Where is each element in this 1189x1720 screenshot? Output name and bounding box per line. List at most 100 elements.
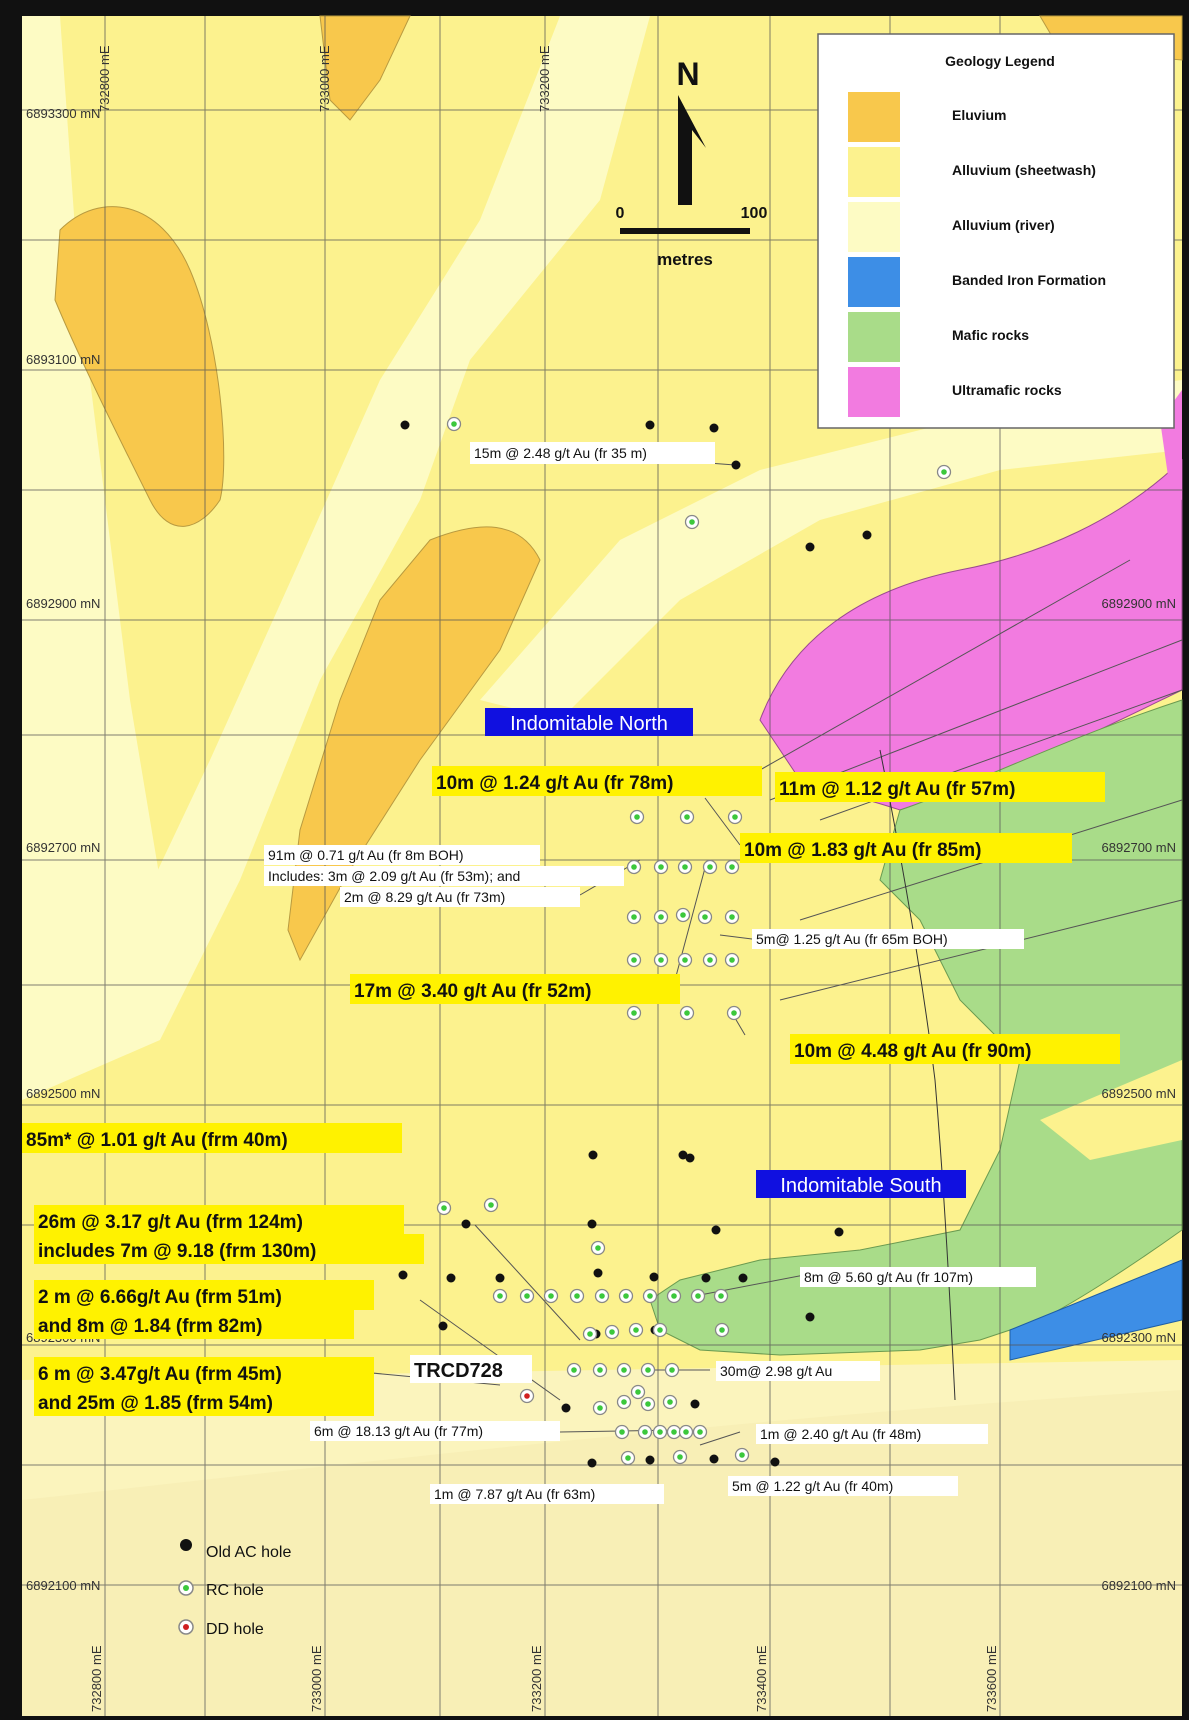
rc-hole-core-27	[497, 1293, 503, 1299]
easting-top-2: 733200 mE	[537, 45, 552, 112]
legend-title: Geology Legend	[945, 53, 1055, 69]
rc-hole-core-56	[683, 1429, 689, 1435]
rc-hole-core-48	[597, 1405, 603, 1411]
ac-hole-13	[398, 1270, 408, 1280]
rc-hole-core-17	[658, 957, 664, 963]
rc-hole-core-49	[621, 1399, 627, 1405]
rc-hole-core-32	[623, 1293, 629, 1299]
rc-hole-core-15	[729, 914, 735, 920]
alluvium-south-tone	[22, 1390, 1182, 1716]
northing-right-3: 6892300 mN	[1102, 1330, 1176, 1345]
easting-top-1: 733000 mE	[317, 45, 332, 112]
annotation-b1: 10m @ 1.24 g/t Au (fr 78m)	[436, 773, 673, 794]
rc-hole-core-26	[595, 1245, 601, 1251]
ac-hole-17	[649, 1272, 659, 1282]
rc-hole-core-47	[635, 1389, 641, 1395]
rc-hole-core-34	[671, 1293, 677, 1299]
rc-hole-core-30	[574, 1293, 580, 1299]
hole-label-bg	[410, 1355, 532, 1383]
easting-bottom-0: 732800 mE	[89, 1645, 104, 1712]
annotation-b4: 17m @ 3.40 g/t Au (fr 52m)	[354, 981, 591, 1002]
sheetwash-inlier	[1040, 1060, 1182, 1160]
legend-swatch-0	[848, 92, 900, 142]
rc-hole-core-14	[702, 914, 708, 920]
assay-annotations-highlighted: 10m @ 1.24 g/t Au (fr 78m) 11m @ 1.12 g/…	[22, 766, 1120, 1416]
annotation-a7: 30m@ 2.98 g/t Au	[720, 1363, 832, 1379]
ac-hole-11	[711, 1225, 721, 1235]
annotation-a9: 1m @ 2.40 g/t Au (fr 48m)	[760, 1426, 921, 1442]
annotation-b2: 11m @ 1.12 g/t Au (fr 57m)	[779, 779, 1015, 800]
annotation-a6: 8m @ 5.60 g/t Au (fr 107m)	[804, 1269, 973, 1285]
ac-hole-3	[731, 460, 741, 470]
northing-left-1: 6893100 mN	[26, 352, 100, 367]
ac-hole-1	[645, 420, 655, 430]
rc-hole-core-8	[682, 864, 688, 870]
scale-bar: 0 100 metres	[616, 205, 768, 269]
mafic-rocks	[649, 699, 1183, 1356]
north-arrow-label: N	[676, 56, 699, 92]
place-indomitable-north: Indomitable North	[485, 708, 693, 736]
ac-hole-label: Old AC hole	[206, 1544, 291, 1561]
rc-hole-core-13	[680, 912, 686, 918]
rc-hole-core-54	[657, 1429, 663, 1435]
annotation-b12: and 25m @ 1.85 (frm 54m)	[38, 1393, 273, 1414]
annotation-b10: and 8m @ 1.84 (frm 82m)	[38, 1316, 262, 1337]
rc-hole-core-41	[719, 1327, 725, 1333]
ac-hole-28	[709, 1454, 719, 1464]
rc-hole-core-38	[609, 1329, 615, 1335]
ac-hole-15	[495, 1273, 505, 1283]
rc-hole-core-46	[669, 1367, 675, 1373]
drill-holes	[398, 416, 952, 1468]
ac-hole-14	[446, 1273, 456, 1283]
rc-hole-core-20	[729, 957, 735, 963]
ac-hole-2	[709, 423, 719, 433]
rc-hole-core-45	[645, 1367, 651, 1373]
place-indomitable-south: Indomitable South	[756, 1170, 966, 1198]
rc-hole-core-51	[667, 1399, 673, 1405]
hole-label-trcd728: TRCD728	[414, 1360, 503, 1382]
ac-hole-25	[690, 1399, 700, 1409]
eluvium-west	[54, 206, 225, 527]
legend-label-4: Mafic rocks	[952, 327, 1029, 343]
ac-hole-9	[461, 1219, 471, 1229]
scale-bar-line	[620, 228, 750, 234]
annotation-a5: 5m@ 1.25 g/t Au (fr 65m BOH)	[756, 931, 948, 947]
annotation-a3: Includes: 3m @ 2.09 g/t Au (fr 53m); and	[268, 868, 520, 884]
alluvium-river-northeast	[480, 380, 1182, 720]
scale-bar-start: 0	[616, 205, 625, 222]
rc-hole-core-12	[658, 914, 664, 920]
rc-hole-core-28	[524, 1293, 530, 1299]
rc-hole-core-59	[677, 1454, 683, 1460]
annotation-a4: 2m @ 8.29 g/t Au (fr 73m)	[344, 889, 505, 905]
rc-hole-core-35	[695, 1293, 701, 1299]
rc-hole-core-24	[441, 1205, 447, 1211]
rc-hole-core-29	[548, 1293, 554, 1299]
annotation-a10: 5m @ 1.22 g/t Au (fr 40m)	[732, 1478, 893, 1494]
rc-hole-core-2	[941, 469, 947, 475]
ac-hole-8	[685, 1153, 695, 1163]
alluvium-river-central	[22, 16, 650, 1100]
annotation-b3: 10m @ 1.83 g/t Au (fr 85m)	[744, 840, 981, 861]
annotation-b7: 26m @ 3.17 g/t Au (frm 124m)	[38, 1212, 303, 1233]
rc-hole-core-23	[731, 1010, 737, 1016]
ac-hole-7	[678, 1150, 688, 1160]
rc-hole-core-42	[571, 1367, 577, 1373]
rc-hole-core-9	[707, 864, 713, 870]
ac-hole-10	[587, 1219, 597, 1229]
rc-hole-core-31	[599, 1293, 605, 1299]
rc-hole-core-1	[689, 519, 695, 525]
annotation-b8: includes 7m @ 9.18 (frm 130m)	[38, 1241, 316, 1262]
dd-hole-label: DD hole	[206, 1621, 264, 1638]
ac-hole-0	[400, 420, 410, 430]
northing-right-0: 6892900 mN	[1102, 596, 1176, 611]
rc-hole-core-7	[658, 864, 664, 870]
annotation-a11: 1m @ 7.87 g/t Au (fr 63m)	[434, 1486, 595, 1502]
ac-hole-21	[805, 1312, 815, 1322]
annotation-a2: 91m @ 0.71 g/t Au (fr 8m BOH)	[268, 847, 464, 863]
rc-hole-core-22	[684, 1010, 690, 1016]
rc-hole-core-40	[657, 1327, 663, 1333]
place-south-label: Indomitable South	[780, 1175, 941, 1197]
rc-hole-core-10	[729, 864, 735, 870]
rc-hole-label: RC hole	[206, 1582, 264, 1599]
easting-bottom-3: 733400 mE	[754, 1645, 769, 1712]
